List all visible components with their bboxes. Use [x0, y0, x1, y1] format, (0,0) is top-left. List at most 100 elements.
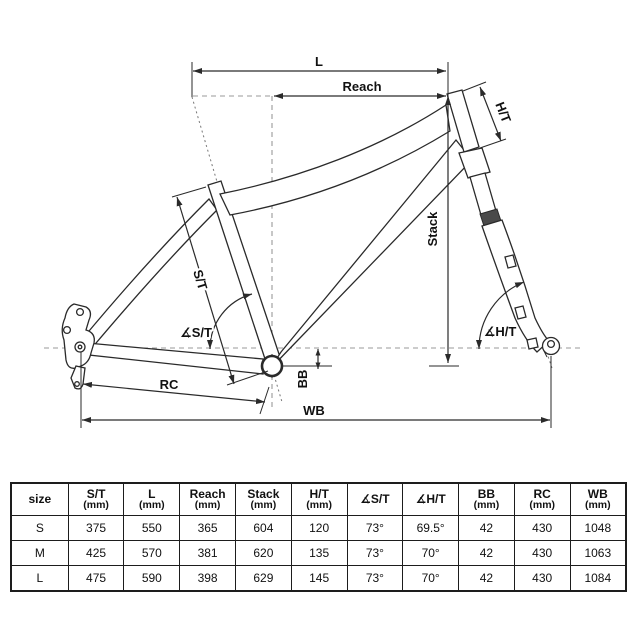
ht-bottom-tick: [479, 138, 507, 149]
label-l: L: [315, 54, 323, 69]
cell-seat-angle: 73°: [346, 540, 404, 566]
col-label: Reach: [189, 486, 226, 501]
cell-seat-angle: 73°: [346, 565, 404, 592]
cell-bb: 42: [458, 540, 515, 566]
col-unit: (mm): [529, 499, 556, 512]
fork-crown: [458, 147, 491, 179]
col-label: RC: [533, 486, 551, 501]
head-angle-arc: [475, 281, 525, 350]
table-row-size-s: S 375 550 365 604 120 73° 69.5° 42 430 1…: [10, 515, 627, 541]
cell-stack: 604: [234, 515, 292, 541]
label-rc: RC: [160, 377, 179, 392]
cell-wb: 1048: [569, 515, 627, 541]
col-label: ∡H/T: [415, 492, 446, 507]
dropout-hook: [543, 350, 548, 358]
cell-head-angle: 69.5°: [402, 515, 460, 541]
cell-rc: 430: [513, 565, 571, 592]
col-label: ∡S/T: [360, 492, 390, 507]
fork-stanchion: [469, 172, 497, 216]
col-label: size: [28, 492, 52, 507]
col-header-head-angle: ∡H/T: [402, 482, 460, 516]
table-header-row: size S/T(mm) L(mm) Reach(mm) Stack(mm) H…: [10, 482, 627, 516]
cell-bb: 42: [458, 565, 515, 592]
col-label: BB: [477, 486, 496, 501]
label-stack: Stack: [425, 211, 440, 246]
col-header-bb: BB(mm): [458, 482, 515, 516]
seat-angle-arc: [207, 293, 253, 350]
col-header-wb: WB(mm): [569, 482, 627, 516]
col-unit: (mm): [139, 499, 165, 512]
col-label: H/T: [309, 486, 329, 501]
col-unit: (mm): [306, 499, 332, 512]
front-axle-slot: [546, 339, 556, 349]
dimension-lines: [80, 62, 552, 428]
col-header-reach: Reach(mm): [179, 482, 236, 516]
cell-head-angle: 70°: [402, 565, 460, 592]
dropout-bolt-top: [75, 307, 85, 317]
label-ht: H/T: [492, 100, 514, 125]
cell-bb: 42: [458, 515, 515, 541]
col-header-seat-angle: ∡S/T: [346, 482, 404, 516]
col-unit: (mm): [250, 499, 277, 512]
table-row-size-l: L 475 590 398 629 145 73° 70° 42 430 108…: [10, 565, 627, 592]
dropout-tab: [526, 337, 539, 350]
brake-tab-upper: [504, 254, 517, 269]
label-wb: WB: [303, 403, 325, 418]
col-unit: (mm): [584, 499, 611, 512]
cell-rc: 430: [513, 515, 571, 541]
col-header-stack: Stack(mm): [234, 482, 292, 516]
label-bb: BB: [295, 370, 310, 389]
geometry-table: size S/T(mm) L(mm) Reach(mm) Stack(mm) H…: [10, 482, 627, 592]
cell-ht: 135: [290, 540, 348, 566]
cell-head-angle: 70°: [402, 540, 460, 566]
cell-seat-angle: 73°: [346, 515, 404, 541]
cell-wb: 1063: [569, 540, 627, 566]
bike-geometry-diagram: L Reach Stack H/T S/T ∡S/T ∡H/T BB RC WB: [44, 52, 584, 428]
cell-reach: 365: [179, 515, 236, 541]
cell-stack: 620: [234, 540, 292, 566]
cell-st: 425: [67, 540, 125, 566]
rc-dimension: [82, 381, 266, 405]
cell-wb: 1084: [569, 565, 627, 592]
col-unit: (mm): [473, 499, 500, 512]
cell-size: L: [10, 565, 69, 592]
cell-reach: 398: [179, 565, 236, 592]
col-header-st: S/T(mm): [67, 482, 125, 516]
cell-l: 570: [123, 540, 181, 566]
col-header-ht: H/T(mm): [290, 482, 348, 516]
cell-ht: 145: [290, 565, 348, 592]
cell-l: 590: [123, 565, 181, 592]
ht-dimension: [479, 86, 502, 142]
rear-axle-center: [77, 344, 83, 350]
hanger-bolt: [74, 381, 80, 387]
cell-st: 375: [67, 515, 125, 541]
cell-reach: 381: [179, 540, 236, 566]
bb-shell: [260, 354, 284, 378]
label-head-angle: ∡H/T: [484, 324, 517, 339]
cell-size: S: [10, 515, 69, 541]
col-unit: (mm): [194, 499, 221, 512]
cell-ht: 120: [290, 515, 348, 541]
table-row-size-m: M 425 570 381 620 135 73° 70° 42 430 106…: [10, 540, 627, 566]
st-top-tick: [171, 186, 207, 198]
cell-stack: 629: [234, 565, 292, 592]
col-header-size: size: [10, 482, 69, 516]
col-label: WB: [587, 486, 608, 501]
col-label: L: [148, 486, 156, 501]
cell-st: 475: [67, 565, 125, 592]
col-header-l: L(mm): [123, 482, 181, 516]
col-header-rc: RC(mm): [513, 482, 571, 516]
label-seat-angle: ∡S/T: [180, 325, 212, 340]
col-label: S/T: [86, 486, 106, 501]
cell-size: M: [10, 540, 69, 566]
dropout-bolt-left: [62, 325, 72, 335]
label-st: S/T: [190, 268, 210, 292]
head-tube: [446, 89, 480, 153]
rc-right-tick: [259, 386, 270, 415]
label-reach: Reach: [342, 79, 381, 94]
cell-rc: 430: [513, 540, 571, 566]
cell-l: 550: [123, 515, 181, 541]
rear-dropout: [61, 303, 95, 390]
st-dimension: [176, 196, 235, 385]
